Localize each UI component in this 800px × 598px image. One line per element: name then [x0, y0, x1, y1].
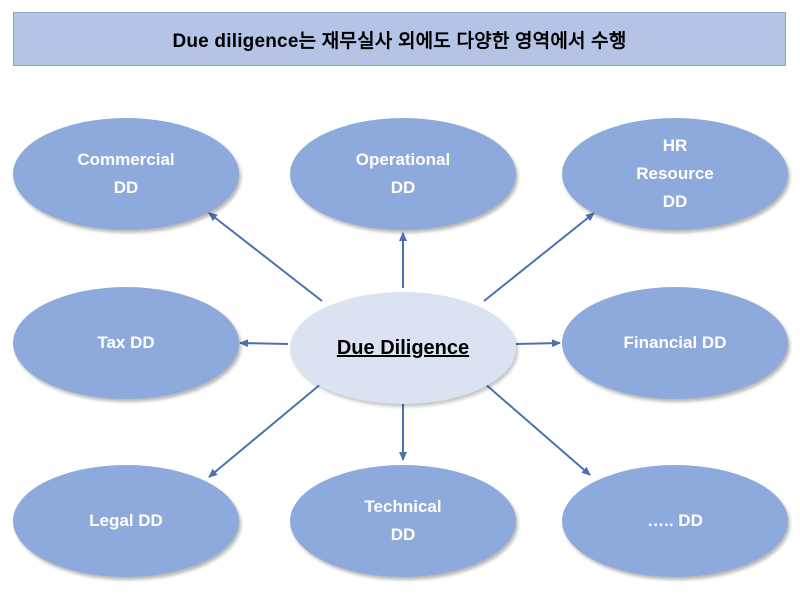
arrow-to-legal — [208, 382, 323, 478]
node-financial-dd: Financial DD — [562, 287, 788, 399]
arrow-to-tax — [239, 339, 289, 348]
node-technical-dd: Technical DD — [290, 465, 516, 577]
node-other-dd: ….. DD — [562, 465, 788, 577]
arrow-to-financial — [515, 339, 561, 348]
arrow-to-commercial — [208, 212, 323, 302]
arrow-to-etc — [483, 382, 591, 476]
node-hr-resource-dd: HR Resource DD — [562, 118, 788, 230]
node-commercial-dd: Commercial DD — [13, 118, 239, 230]
node-due-diligence-center: Due Diligence — [290, 292, 516, 404]
diagram-title: Due diligence는 재무실사 외에도 다양한 영역에서 수행 — [13, 12, 786, 66]
arrow-to-hr — [483, 212, 595, 302]
node-legal-dd: Legal DD — [13, 465, 239, 577]
node-tax-dd: Tax DD — [13, 287, 239, 399]
node-operational-dd: Operational DD — [290, 118, 516, 230]
